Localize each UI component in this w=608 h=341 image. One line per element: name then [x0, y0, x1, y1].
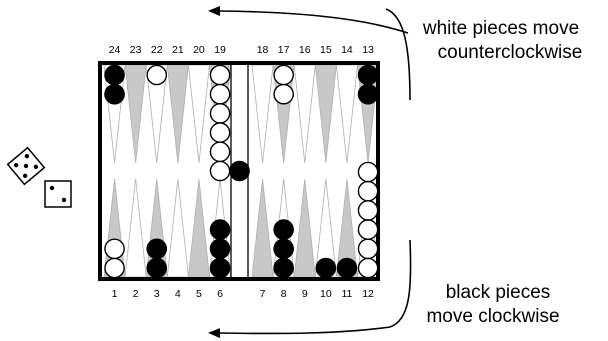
white-caption-line2: counterclockwise — [437, 42, 583, 63]
black-checker — [357, 64, 379, 86]
black-checker — [104, 64, 125, 86]
black-checker — [357, 83, 379, 105]
checkers — [104, 64, 379, 279]
point-number-label: 15 — [320, 44, 332, 56]
point-number-label: 24 — [109, 44, 121, 56]
black-checker — [146, 257, 168, 279]
point-5-triangle — [187, 178, 210, 278]
white-checker — [104, 257, 125, 279]
white-checker — [209, 141, 231, 163]
black-checker — [209, 219, 231, 240]
point-number-label: 4 — [175, 288, 181, 300]
point-number-label: 17 — [278, 44, 290, 56]
point-number-label: 7 — [260, 288, 266, 300]
point-number-label: 23 — [130, 44, 142, 56]
white-checker — [209, 64, 231, 86]
point-number-label: 3 — [154, 288, 160, 300]
point-18-triangle — [251, 64, 274, 164]
white-checker — [357, 180, 379, 202]
white-checker — [273, 64, 294, 86]
die-two — [44, 180, 72, 208]
white-checker — [209, 103, 231, 124]
white-checker — [209, 160, 231, 182]
white-direction-caption: white pieces move counterclockwise — [394, 17, 608, 65]
point-number-label: 1 — [112, 288, 118, 300]
clockwise-arrow — [208, 239, 412, 339]
point-16-triangle — [293, 64, 316, 164]
point-number-label: 5 — [196, 288, 202, 300]
point-9-triangle — [293, 178, 316, 278]
point-number-label: 10 — [320, 288, 332, 300]
top-right-arrow-curve — [385, 8, 411, 101]
point-20-triangle — [187, 64, 210, 164]
point-number-label: 18 — [257, 44, 269, 56]
point-2-triangle — [124, 178, 147, 278]
point-number-label: 9 — [302, 288, 308, 300]
white-checker — [357, 161, 379, 183]
point-number-label: 12 — [362, 288, 374, 300]
black-checker — [273, 238, 294, 260]
white-checker — [273, 83, 294, 105]
point-number-label: 11 — [341, 288, 352, 300]
black-checker — [273, 257, 294, 279]
point-7-triangle — [251, 178, 274, 278]
black-direction-caption: black pieces move clockwise — [398, 281, 588, 329]
point-number-label: 21 — [172, 44, 184, 56]
white-checker — [146, 64, 168, 86]
white-checker — [357, 200, 379, 221]
point-number-label: 8 — [281, 288, 287, 300]
point-number-label: 2 — [133, 288, 139, 300]
black-checker — [209, 238, 231, 260]
black-caption-line1: black pieces — [445, 282, 551, 303]
point-number-label: 19 — [214, 44, 226, 56]
white-caption-line1: white pieces move — [422, 18, 580, 39]
black-bar-checker — [229, 160, 250, 182]
black-checker — [273, 219, 294, 240]
white-checker — [209, 83, 231, 105]
white-checker — [104, 238, 125, 260]
black-checker — [315, 257, 337, 279]
point-4-triangle — [166, 178, 189, 278]
white-checker — [209, 122, 231, 143]
white-checker — [357, 238, 379, 260]
white-checker — [357, 257, 379, 279]
point-14-triangle — [335, 64, 358, 164]
point-number-label: 16 — [299, 44, 311, 56]
point-number-label: 6 — [217, 288, 223, 300]
black-checker — [209, 257, 231, 279]
black-checker — [104, 83, 125, 105]
white-checker — [357, 219, 379, 240]
point-21-triangle — [166, 64, 189, 164]
black-caption-line2: move clockwise — [426, 306, 560, 327]
point-23-triangle — [124, 64, 147, 164]
counterclockwise-arrow — [208, 6, 409, 34]
point-number-label: 13 — [362, 44, 374, 56]
black-checker — [146, 238, 168, 260]
die-five — [6, 146, 46, 186]
point-15-triangle — [314, 64, 337, 164]
point-number-label: 20 — [193, 44, 205, 56]
point-number-label: 22 — [151, 44, 163, 56]
point-number-label: 14 — [341, 44, 353, 56]
black-checker — [336, 257, 358, 279]
